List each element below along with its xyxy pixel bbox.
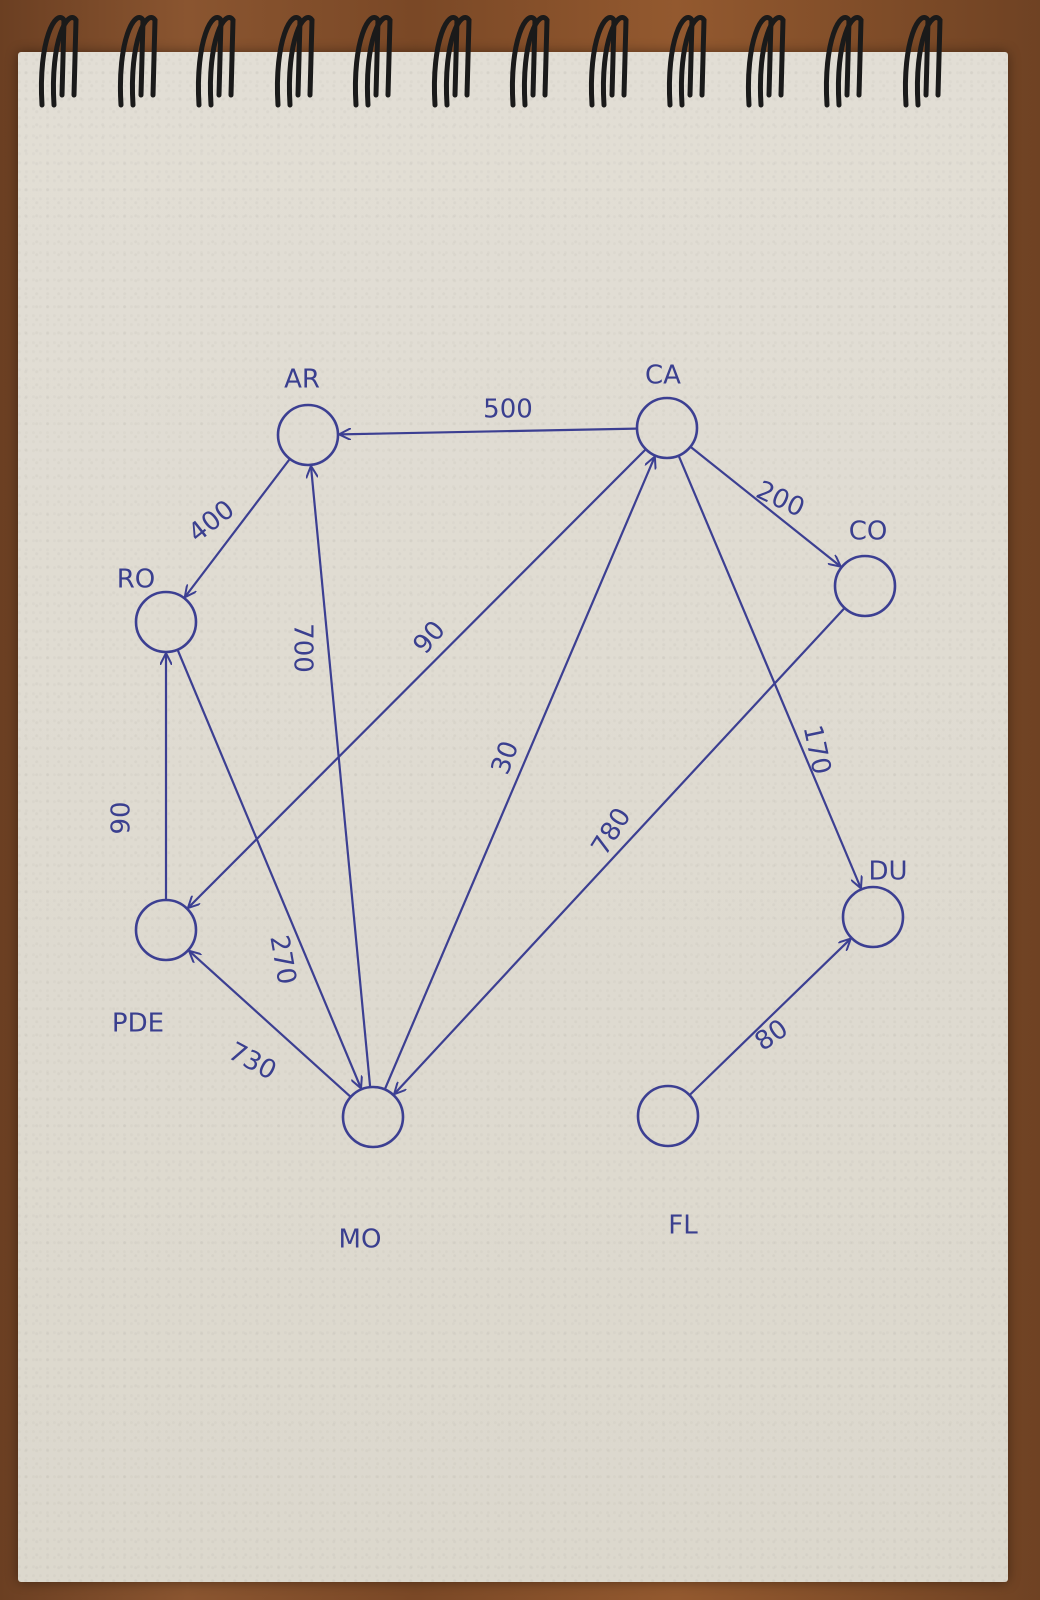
binding-coil — [745, 15, 786, 108]
edge-ro-to-mo — [176, 649, 361, 1088]
node-fl — [636, 1084, 700, 1148]
edge-weight-mo-ar: 700 — [288, 623, 318, 673]
node-label-fl: FL — [668, 1211, 698, 1241]
node-co — [833, 554, 897, 618]
binding-coil — [902, 15, 943, 108]
binding-coil — [666, 15, 707, 108]
edge-weight-ca-ar: 500 — [483, 395, 533, 425]
edge-weight-ca-du: 170 — [797, 722, 837, 777]
edge-weight-ca-co: 200 — [751, 475, 809, 523]
edge-weight-ca-pde: 90 — [407, 615, 451, 660]
edge-mo-to-pde — [190, 951, 352, 1098]
edge-mo-to-ar — [311, 467, 372, 1088]
binding-coil — [509, 15, 550, 108]
spiral-binding — [38, 15, 943, 108]
node-label-pde: PDE — [112, 1009, 164, 1039]
edge-weight-pde-ro: 90 — [107, 801, 137, 834]
edge-co-to-mo — [395, 607, 846, 1094]
node-du — [841, 885, 905, 949]
node-ca — [635, 396, 699, 460]
node-label-ca: CA — [645, 361, 681, 391]
edge-weight-mo-pde: 730 — [223, 1037, 281, 1087]
edge-mo-to-ca — [383, 457, 655, 1090]
node-label-ro: RO — [117, 565, 156, 595]
edge-ca-to-du — [677, 455, 861, 888]
node-ro — [134, 590, 198, 654]
binding-coil — [195, 15, 236, 108]
edge-ca-to-co — [689, 445, 840, 566]
node-ar — [276, 403, 340, 467]
node-label-ar: AR — [284, 365, 320, 395]
edge-weight-fl-du: 80 — [750, 1014, 794, 1058]
node-pde — [134, 898, 198, 962]
node-mo — [341, 1085, 405, 1149]
binding-coil — [38, 15, 79, 108]
binding-coil — [352, 15, 393, 108]
node-label-mo: MO — [339, 1225, 382, 1255]
edge-weight-ro-mo: 270 — [263, 933, 301, 987]
node-label-du: DU — [868, 857, 907, 887]
edge-weight-ar-ro: 400 — [183, 495, 241, 549]
edge-weight-co-mo: 780 — [586, 803, 638, 861]
edge-ca-to-ar — [340, 427, 638, 435]
binding-coil — [588, 15, 629, 108]
node-label-co: CO — [849, 517, 888, 547]
binding-coil — [117, 15, 158, 108]
binding-coil — [431, 15, 472, 108]
binding-coil — [823, 15, 864, 108]
edge-ca-to-pde — [189, 448, 647, 907]
binding-coil — [274, 15, 315, 108]
edge-fl-to-du — [688, 939, 851, 1096]
edge-ar-to-ro — [185, 458, 291, 597]
notebook-page — [18, 52, 1008, 1582]
